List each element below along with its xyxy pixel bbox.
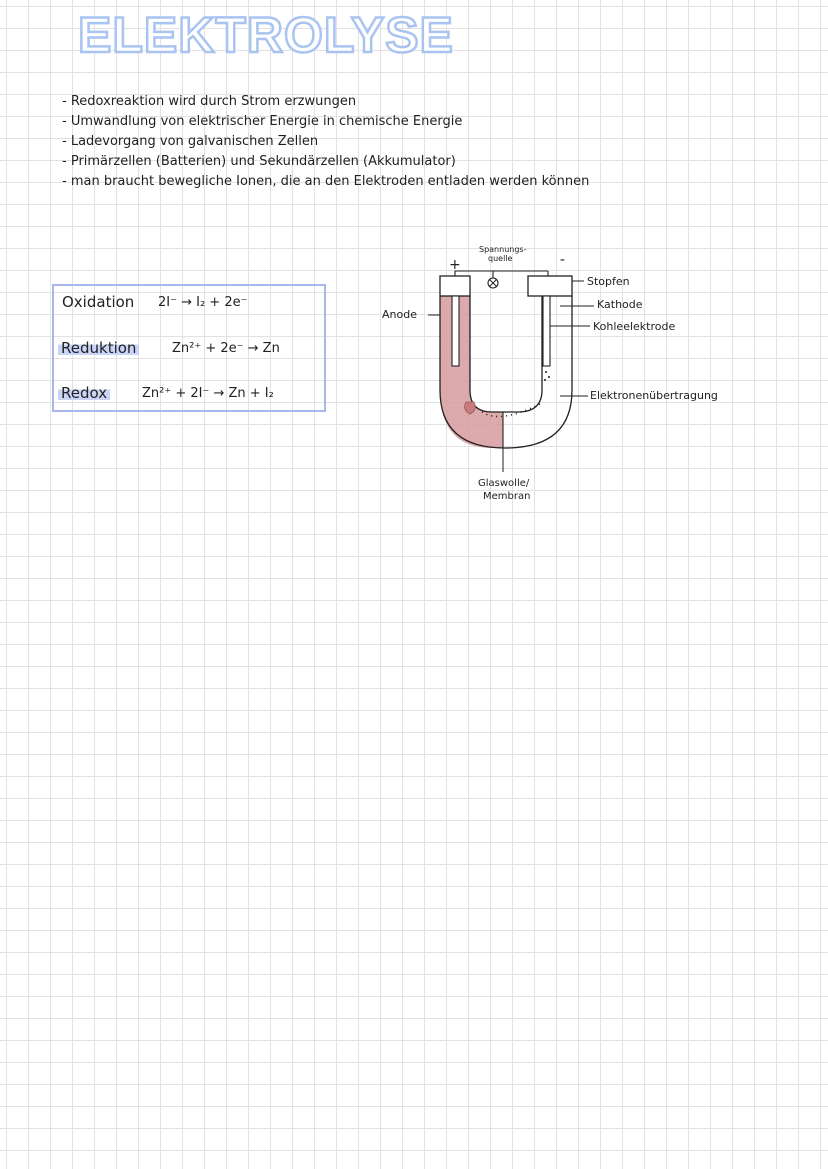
u-tube-inner <box>469 296 543 413</box>
electrode-left <box>451 295 460 367</box>
redox-formula: Zn²⁺ + 2I⁻ → Zn + I₂ <box>142 386 274 401</box>
oxidation-formula: 2I⁻ → I₂ + 2e⁻ <box>158 295 248 310</box>
bullet-item: man braucht bewegliche Ionen, die an den… <box>62 172 590 192</box>
bullet-item: Redoxreaktion wird durch Strom erzwungen <box>62 92 589 112</box>
bullet-item: Ladevorgang von galvanischen Zellen <box>62 132 589 152</box>
page-title: ELEKTROLYSE <box>77 6 454 65</box>
bubble <box>548 376 550 378</box>
anode-label: Anode <box>382 308 417 321</box>
plus-label: + <box>449 257 461 273</box>
electrolyte-fill <box>440 296 503 448</box>
electrode-right <box>542 295 551 367</box>
bullet-item: Primärzellen (Batterien) und Sekundärzel… <box>62 152 589 172</box>
wire <box>493 271 548 283</box>
kohleelektrode-label: Kohleelektrode <box>593 320 675 333</box>
bullet-list: Redoxreaktion wird durch Strom erzwungen… <box>62 92 590 192</box>
bubble <box>544 379 546 381</box>
elektronen-label: Elektronenübertragung <box>590 389 718 402</box>
bullet-item: Umwandlung von elektrischer Energie in c… <box>62 112 589 132</box>
wire <box>454 270 494 283</box>
glaswolle-label: Glaswolle/ <box>478 478 530 489</box>
u-tube-outer <box>439 296 573 449</box>
power-source-icon <box>489 279 497 287</box>
equation-box <box>52 284 326 412</box>
electron-path <box>481 403 541 418</box>
membran-label: Membran <box>483 491 530 502</box>
power-source-icon <box>489 279 497 287</box>
oxidation-label: Oxidation <box>62 293 135 311</box>
minus-label: - <box>560 252 565 268</box>
source-label: quelle <box>488 254 513 263</box>
electron-blob <box>464 401 476 415</box>
stopper-left <box>439 275 471 297</box>
kathode-label: Kathode <box>597 298 643 311</box>
bubble <box>545 371 547 373</box>
power-source-icon <box>487 277 499 289</box>
stopper-right <box>527 275 573 297</box>
redox-label: Redox <box>58 384 111 402</box>
source-label: Spannungs- <box>479 245 527 254</box>
stopfen-label: Stopfen <box>587 275 630 288</box>
reduktion-formula: Zn²⁺ + 2e⁻ → Zn <box>172 341 280 356</box>
reduktion-label: Reduktion <box>58 339 140 357</box>
